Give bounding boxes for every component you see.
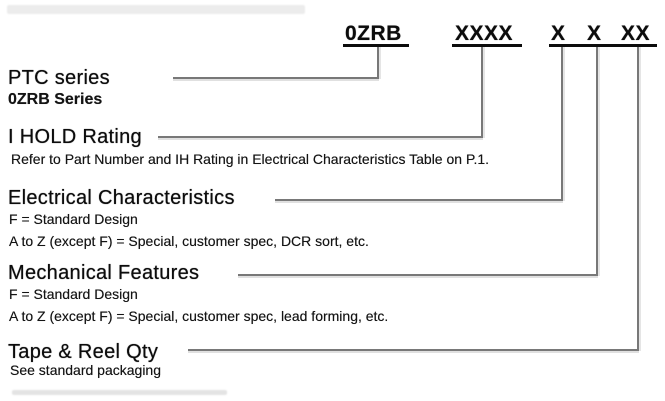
part-number-segment-ihold: XXXX: [455, 22, 514, 45]
connector-horizontal-electrical: [275, 199, 563, 201]
section-title-mechanical-features: Mechanical Features: [8, 262, 200, 284]
scan-artifact-bottom: [12, 390, 227, 395]
section-text-mechanical-standard: F = Standard Design: [9, 286, 138, 302]
section-text-ozrb-series: 0ZRB Series: [8, 91, 103, 108]
part-number-segment-tape-reel: XX: [621, 22, 651, 45]
section-title-tape-reel-qty: Tape & Reel Qty: [8, 341, 159, 363]
connector-vertical-ihold: [481, 47, 483, 138]
underline-suffix-group: [549, 44, 657, 47]
section-text-tape-reel-packaging: See standard packaging: [10, 362, 161, 378]
section-text-mechanical-special: A to Z (except F) = Special, customer sp…: [9, 308, 389, 324]
section-text-electrical-special: A to Z (except F) = Special, customer sp…: [9, 233, 369, 249]
section-text-electrical-standard: F = Standard Design: [9, 211, 138, 227]
section-title-ptc-series: PTC series: [8, 67, 110, 89]
connector-vertical-series: [377, 47, 379, 79]
section-title-electrical-characteristics: Electrical Characteristics: [8, 187, 235, 209]
connector-horizontal-ihold: [158, 136, 483, 138]
section-title-ihold-rating: I HOLD Rating: [8, 126, 142, 148]
scan-artifact-top: [7, 5, 305, 14]
connector-horizontal-tape-reel: [188, 349, 639, 351]
connector-vertical-mechanical: [596, 47, 598, 276]
part-number-segment-electrical: X: [551, 22, 566, 45]
section-text-ihold-note: Refer to Part Number and IH Rating in El…: [11, 151, 490, 167]
connector-vertical-tape-reel: [637, 47, 639, 351]
part-number-segment-mechanical: X: [587, 22, 602, 45]
connector-horizontal-mechanical: [238, 274, 598, 276]
underline-ihold: [452, 44, 522, 47]
underline-series: [343, 44, 409, 47]
connector-vertical-electrical: [561, 47, 563, 201]
part-number-segment-series: 0ZRB: [345, 22, 402, 45]
connector-horizontal-series: [173, 77, 379, 79]
